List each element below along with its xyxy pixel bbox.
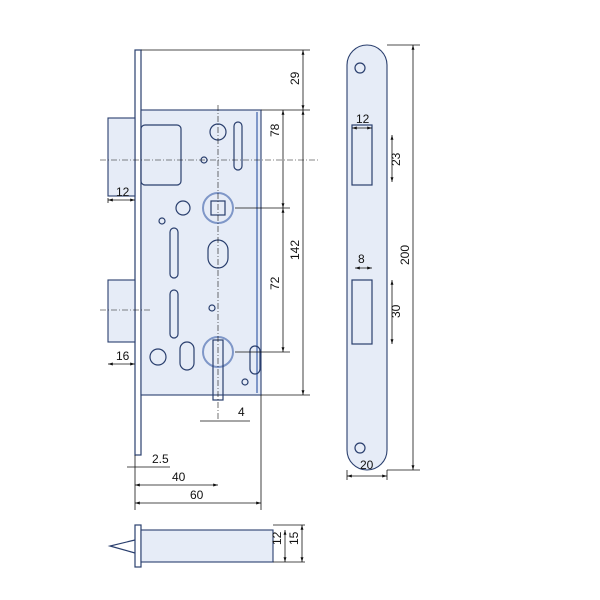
dim-40: 40 <box>172 470 186 484</box>
bolt-opening <box>351 279 373 345</box>
dim-20: 20 <box>360 458 374 472</box>
dead-bolt <box>107 279 136 343</box>
faceplate-side <box>134 49 142 456</box>
dim-12-strike: 12 <box>356 112 370 126</box>
front-dimensions: 29 78 72 142 12 16 4 2.5 40 60 <box>107 49 310 510</box>
latch-opening <box>351 124 373 186</box>
dim-72: 72 <box>268 276 282 290</box>
dim-12-section: 12 <box>270 531 284 545</box>
dim-142: 142 <box>288 240 302 260</box>
dim-12-latch: 12 <box>116 185 130 199</box>
dim-29: 29 <box>288 71 302 85</box>
section-view: 12 15 <box>107 524 305 568</box>
dim-2-5: 2.5 <box>152 452 169 466</box>
dim-30: 30 <box>389 304 403 318</box>
dim-78: 78 <box>268 123 282 137</box>
dim-15-section: 15 <box>287 531 301 545</box>
dim-23: 23 <box>389 152 403 166</box>
lock-case <box>140 109 262 396</box>
dim-60: 60 <box>190 488 204 502</box>
faceplate <box>346 44 388 471</box>
lock-front-view <box>100 49 320 456</box>
dim-8: 8 <box>358 252 365 266</box>
dim-16-bolt: 16 <box>116 349 130 363</box>
latch-bolt <box>107 117 136 197</box>
dim-4: 4 <box>238 405 245 419</box>
dim-200: 200 <box>398 245 412 265</box>
faceplate-view: 12 23 8 30 200 20 <box>346 44 420 480</box>
